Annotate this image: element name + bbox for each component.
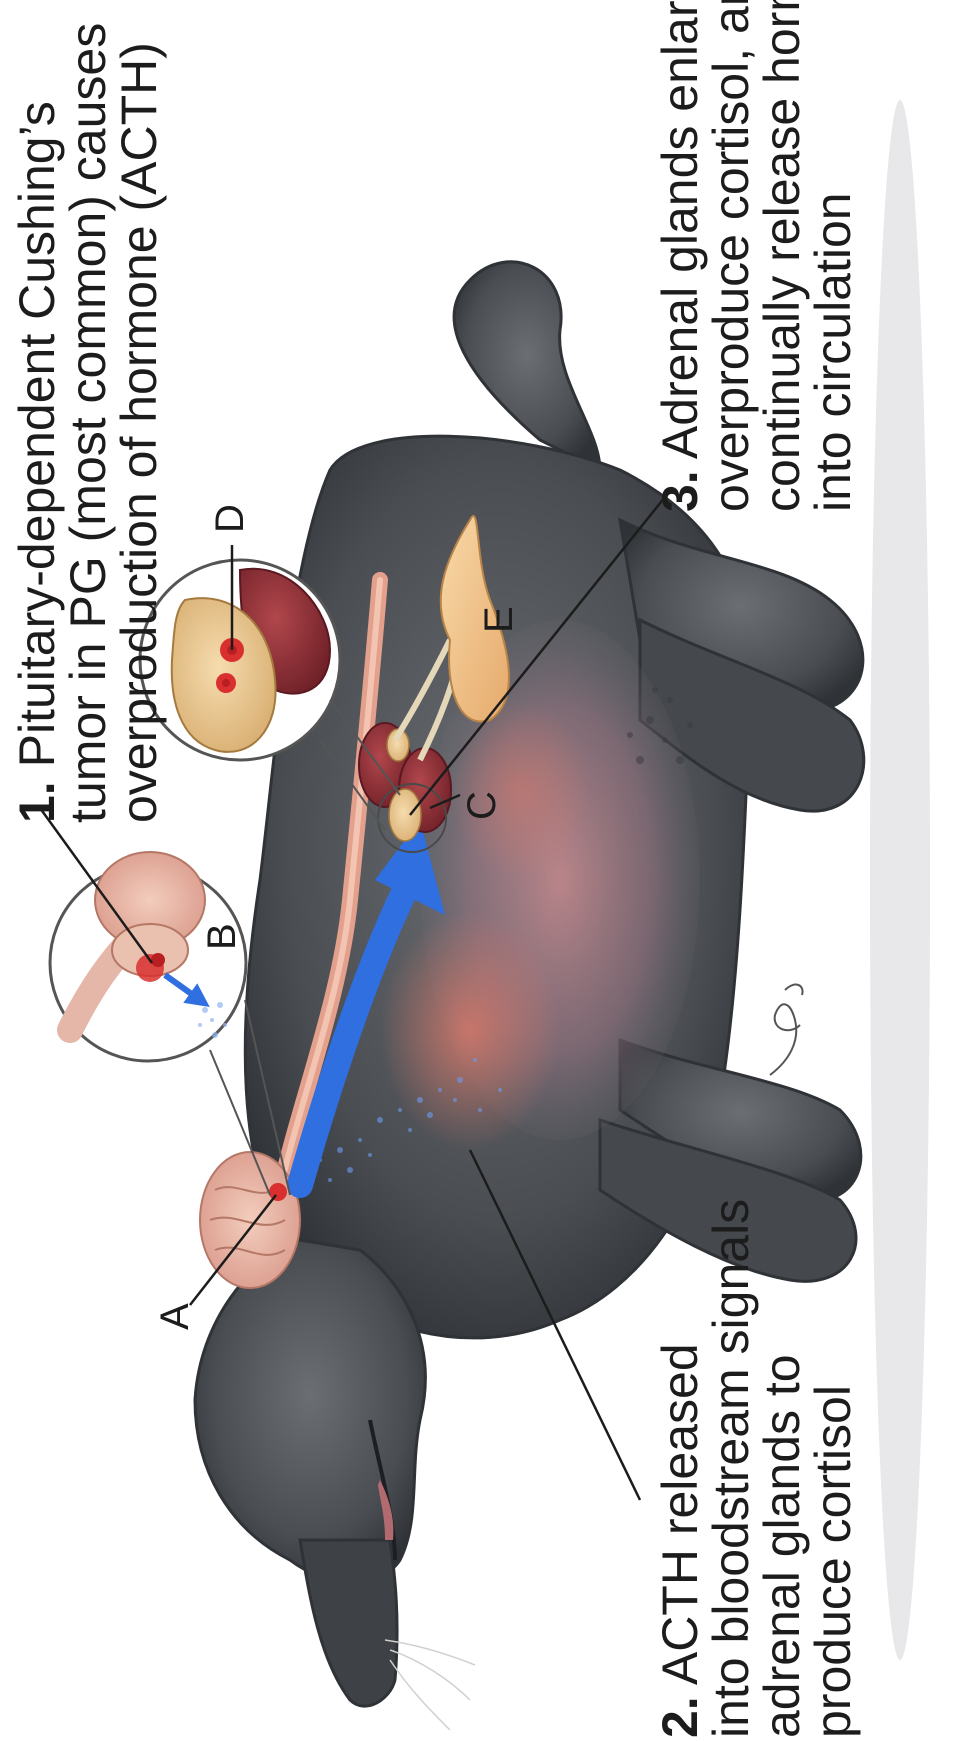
marker-D: D — [208, 504, 252, 533]
caption-step-1-line-2: tumor in PG (most common) causes — [63, 23, 114, 823]
caption-step-3-line-3: continually release hormone — [757, 0, 808, 512]
caption-step-3-line-2: overproduce cortisol, and — [706, 0, 757, 512]
pituitary-tumor-site — [269, 1183, 287, 1201]
caption-step-2-line-3: adrenal glands to — [757, 1199, 808, 1738]
caption-step-2-line-2: into bloodstream signals — [706, 1199, 757, 1738]
ground-shadow — [870, 100, 930, 1660]
caption-step-1-number: 1. — [9, 781, 65, 823]
skin-rash — [380, 910, 560, 1150]
marker-B: B — [200, 923, 244, 950]
caption-step-1: 1. Pituitary-dependent Cushing’s tumor i… — [12, 23, 165, 823]
caption-step-3-line-4: into circulation — [808, 0, 859, 512]
caption-step-2: 2. ACTH released into bloodstream signal… — [655, 1199, 859, 1738]
marker-C: C — [460, 791, 504, 820]
caption-step-3-line-1: Adrenal glands enlarge, — [652, 0, 708, 459]
signature-mark — [770, 985, 803, 1075]
caption-step-2-line-4: produce cortisol — [808, 1199, 859, 1738]
caption-step-1-line-3: overproduction of hormone (ACTH) — [114, 23, 165, 823]
caption-step-2-number: 2. — [652, 1696, 708, 1738]
dog-whiskers — [385, 1640, 475, 1730]
caption-step-3: 3. Adrenal glands enlarge, overproduce c… — [655, 0, 859, 512]
caption-step-2-line-1: ACTH released — [652, 1343, 708, 1685]
marker-A: A — [153, 1303, 197, 1330]
marker-E: E — [477, 606, 521, 633]
caption-step-1-line-1: Pituitary-dependent Cushing’s — [9, 101, 65, 767]
caption-step-3-number: 3. — [652, 470, 708, 512]
skin-rash-2 — [450, 700, 590, 880]
inset-adrenal — [140, 560, 340, 760]
dog-snout — [300, 1540, 397, 1706]
